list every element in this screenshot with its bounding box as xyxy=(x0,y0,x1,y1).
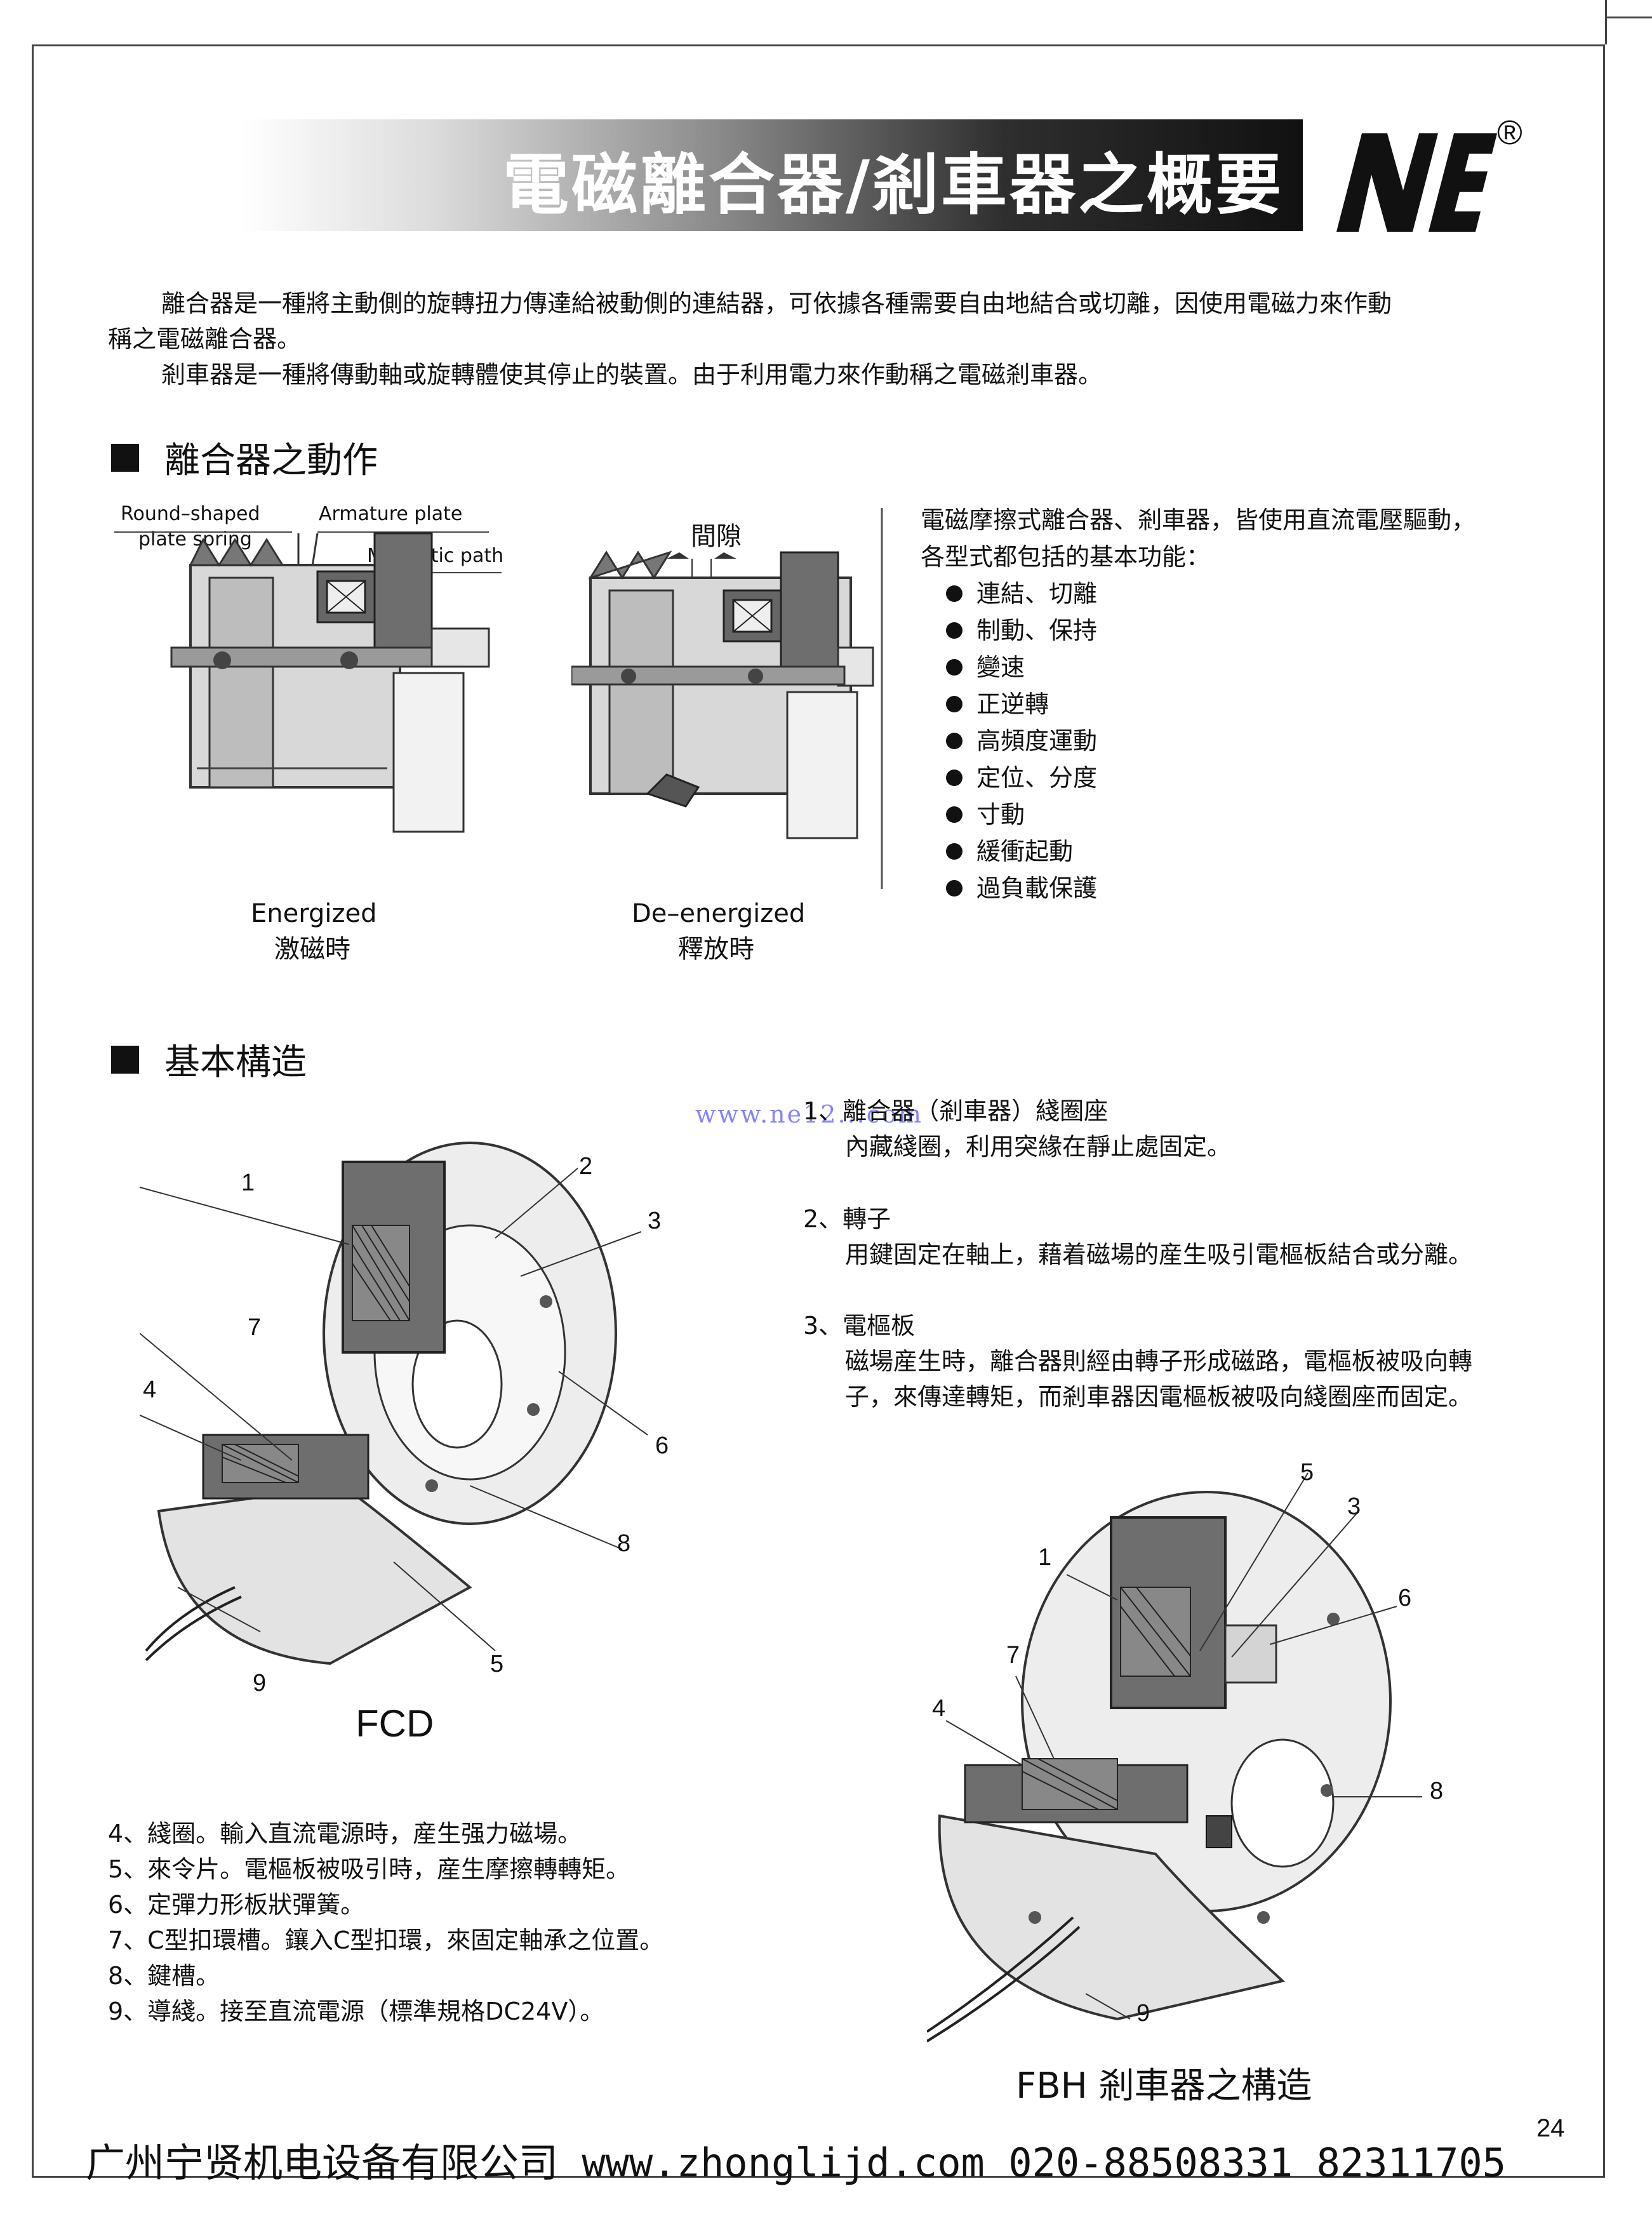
page-title: 電磁離合器/剎車器之概要 xyxy=(503,145,1284,223)
structure-item-3: 3、電樞板 磁場産生時，離合器則經由轉子形成磁路，電樞板被吸向轉 子，來傳達轉矩… xyxy=(803,1312,1473,1411)
function-item: 高頻度運動 xyxy=(946,723,1475,759)
divider-line xyxy=(881,508,883,889)
function-intro: 電磁摩擦式離合器、剎車器，皆使用直流電壓驅動， xyxy=(921,506,1476,534)
intro-paragraph: 剎車器是一種將傳動軸或旋轉體使其停止的裝置。由于利用電力來作動稱之電磁剎車器。 xyxy=(161,361,1103,389)
bullet-dot-icon xyxy=(946,806,963,823)
bullet-dot-icon xyxy=(946,843,963,860)
fcd-callout-5: 5 xyxy=(490,1651,504,1677)
fcd-callout-2: 2 xyxy=(579,1153,593,1180)
footer-company: 广州宁贤机电设备有限公司 www.zhonglijd.com 020-88508… xyxy=(86,2140,1507,2186)
section-heading-operation: 離合器之動作 xyxy=(111,432,378,483)
fcd-callout-3: 3 xyxy=(648,1208,662,1234)
function-item: 緩衝起動 xyxy=(946,833,1475,870)
registered-mark: ® xyxy=(1497,114,1522,152)
fbh-callout-3: 3 xyxy=(1347,1493,1361,1520)
intro-paragraph: 離合器是一種將主動側的旋轉扭力傳達給被動側的連結器，可依據各種需要自由地結合或切… xyxy=(161,290,1392,317)
function-item: 定位、分度 xyxy=(946,759,1475,796)
fcd-callout-4: 4 xyxy=(143,1376,157,1403)
function-intro: 各型式都包括的基本功能： xyxy=(921,543,1211,571)
page-number: 24 xyxy=(1536,2114,1565,2142)
structure-item-2: 2、轉子 用鍵固定在軸上，藉着磁場的産生吸引電樞板結合或分離。 xyxy=(803,1205,1473,1269)
caption-deenergized: De–energized xyxy=(632,899,806,928)
note-item: 9、導綫。接至直流電源（標準規格DC24V）。 xyxy=(108,1997,604,2025)
note-item: 5、來令片。電樞板被吸引時，産生摩擦轉轉矩。 xyxy=(108,1855,630,1883)
square-bullet-icon xyxy=(111,443,139,472)
fbh-callout-8: 8 xyxy=(1430,1778,1444,1804)
note-item: 7、C型扣環槽。鑲入C型扣環，來固定軸承之位置。 xyxy=(108,1926,664,1954)
fbh-label: FBH 剎車器之構造 xyxy=(1016,2065,1312,2107)
energized-diagram xyxy=(114,531,502,833)
watermark: www.ne12...com xyxy=(695,1100,923,1128)
intro-text: 離合器是一種將主動側的旋轉扭力傳達給被動側的連結器，可依據各種需要自由地結合或切… xyxy=(108,286,1536,392)
bullet-dot-icon xyxy=(946,733,963,749)
label-gap: 間隙 xyxy=(691,522,742,551)
function-item: 正逆轉 xyxy=(946,686,1475,723)
bullet-dot-icon xyxy=(946,770,963,786)
function-item: 變速 xyxy=(946,649,1475,686)
bullet-dot-icon xyxy=(946,659,963,676)
fcd-label: FCD xyxy=(356,1702,434,1745)
fcd-diagram xyxy=(140,1142,648,1665)
bullet-dot-icon xyxy=(946,696,963,712)
label-armature-plate: Armature plate xyxy=(319,503,463,525)
page-frame xyxy=(32,44,1605,2178)
note-item: 6、定彈力形板狀彈簧。 xyxy=(108,1891,365,1919)
label-round-shaped: Round–shaped xyxy=(121,503,260,525)
function-item: 寸動 xyxy=(946,796,1475,833)
function-item: 連結、切離 xyxy=(946,575,1475,612)
fcd-callout-6: 6 xyxy=(655,1432,669,1459)
deenergized-diagram xyxy=(571,550,874,839)
fcd-callout-1: 1 xyxy=(241,1170,255,1196)
function-item: 過負載保護 xyxy=(946,870,1475,907)
fbh-callout-6: 6 xyxy=(1398,1585,1412,1611)
function-item: 制動、保持 xyxy=(946,612,1475,649)
fbh-callout-9: 9 xyxy=(1136,2000,1150,2027)
fbh-callout-1: 1 xyxy=(1038,1544,1052,1571)
caption-energized: Energized xyxy=(251,899,377,928)
fbh-callout-4: 4 xyxy=(932,1695,946,1722)
trim-mark xyxy=(1605,0,1607,44)
intro-paragraph: 稱之電磁離合器。 xyxy=(108,325,302,353)
fbh-diagram xyxy=(927,1472,1422,2043)
header-band: 電磁離合器/剎車器之概要 xyxy=(241,119,1303,231)
ne-logo xyxy=(1336,133,1497,232)
structure-item-1: 1、離合器（剎車器）綫圈座 內藏綫圈，利用突緣在靜止處固定。 xyxy=(803,1097,1232,1161)
caption-deenergized-zh: 釋放時 xyxy=(678,935,754,964)
fcd-callout-9: 9 xyxy=(253,1670,267,1696)
bullet-dot-icon xyxy=(946,585,963,602)
bullet-dot-icon xyxy=(946,880,963,896)
function-list: 電磁摩擦式離合器、剎車器，皆使用直流電壓驅動， 各型式都包括的基本功能： 連結、… xyxy=(921,502,1475,907)
trim-mark xyxy=(1607,17,1652,18)
note-item: 8、鍵槽。 xyxy=(108,1962,220,1990)
fbh-callout-5: 5 xyxy=(1300,1459,1314,1486)
section-heading-structure: 基本構造 xyxy=(111,1034,307,1085)
caption-energized-zh: 激磁時 xyxy=(274,935,350,964)
note-item: 4、綫圈。輸入直流電源時，産生强力磁場。 xyxy=(108,1820,582,1848)
fbh-callout-7: 7 xyxy=(1006,1642,1020,1669)
structure-notes: 4、綫圈。輸入直流電源時，産生强力磁場。 5、來令片。電樞板被吸引時，産生摩擦轉… xyxy=(108,1816,663,2029)
fcd-callout-7: 7 xyxy=(248,1314,262,1341)
fcd-callout-8: 8 xyxy=(617,1530,631,1557)
square-bullet-icon xyxy=(111,1045,139,1074)
bullet-dot-icon xyxy=(946,622,963,639)
